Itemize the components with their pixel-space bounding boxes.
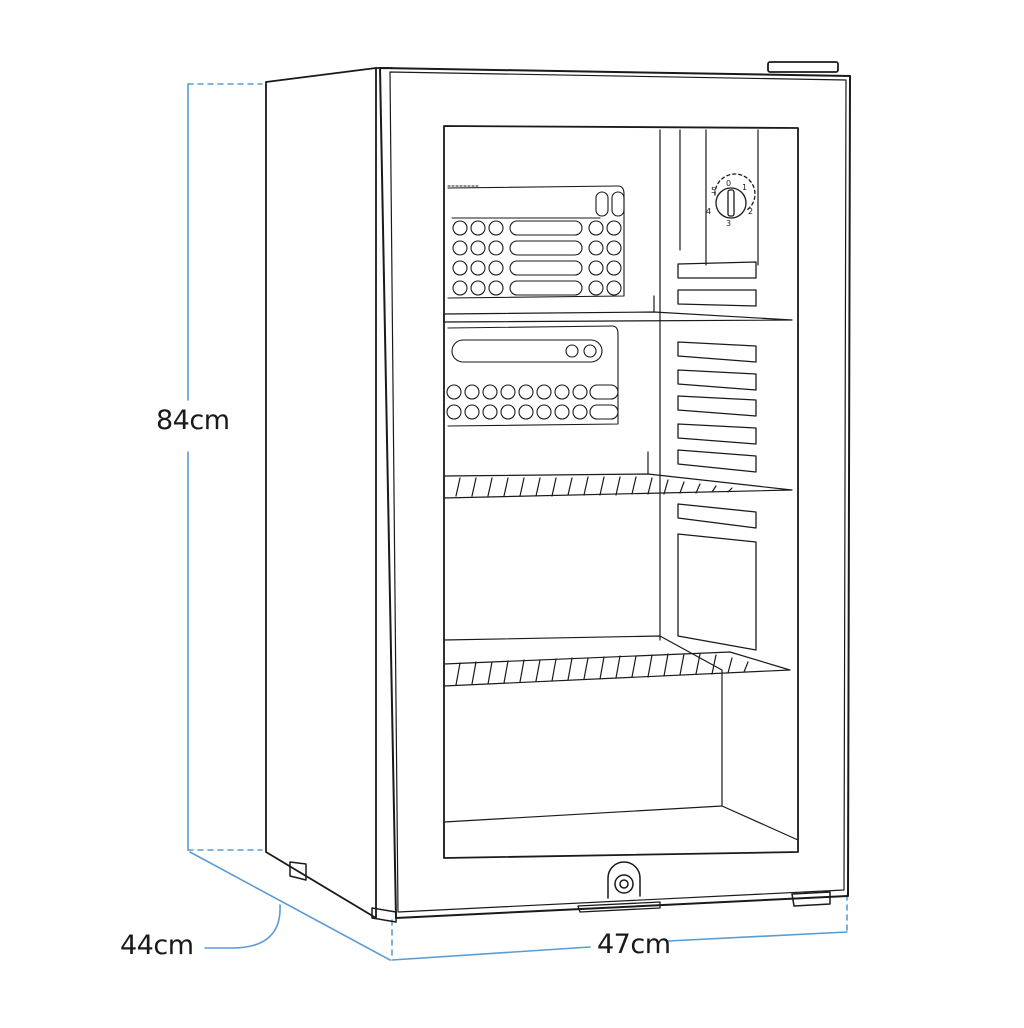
width-dimension-label: 47cm xyxy=(597,929,671,960)
dimension-lines xyxy=(187,83,848,961)
bottom-handle xyxy=(577,901,661,913)
cabinet xyxy=(265,61,839,919)
svg-text:1: 1 xyxy=(742,183,747,192)
svg-text:3: 3 xyxy=(726,219,731,228)
wire-shelf-3 xyxy=(443,651,791,687)
depth-dimension-label: 44cm xyxy=(120,930,194,961)
shelf-rails xyxy=(677,261,757,651)
svg-text:2: 2 xyxy=(748,207,753,216)
svg-text:5: 5 xyxy=(711,186,716,195)
interior xyxy=(443,129,799,859)
wire-shelf-2 xyxy=(443,451,793,499)
svg-text:0: 0 xyxy=(726,179,731,188)
wire-shelf-1 xyxy=(443,295,793,323)
thermostat-dial: 0 1 2 3 4 5 xyxy=(706,173,756,228)
door-lock xyxy=(607,861,641,899)
svg-text:4: 4 xyxy=(706,207,711,216)
height-dimension-label: 84cm xyxy=(156,405,230,436)
door-frame xyxy=(379,67,851,919)
feet xyxy=(289,861,831,923)
evaporator-panel xyxy=(446,185,625,427)
